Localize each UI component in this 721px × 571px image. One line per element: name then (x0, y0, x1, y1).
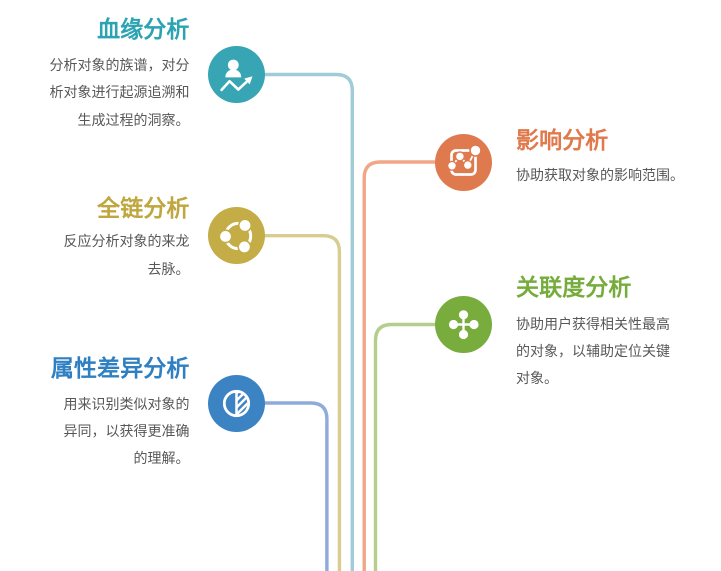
description-line: 析对象进行起源追溯和 (49, 84, 190, 101)
full-chain-analysis-badge (207, 207, 265, 265)
connector-full-chain (236, 234, 342, 571)
description-line: 协助获取对象的影响范围。 (516, 166, 684, 183)
chart-frame-icon (434, 133, 492, 191)
attribute-difference-analysis-description: 用来识别类似对象的 异同，以获得更准确 的理解。 (40, 391, 190, 473)
correlation-analysis-badge (434, 296, 492, 353)
impact-analysis-description: 协助获取对象的影响范围。 (516, 162, 692, 189)
description-line: 反应分析对象的来龙 (63, 233, 190, 250)
full-chain-analysis-title: 全链分析 (97, 194, 190, 221)
impact-analysis-title: 影响分析 (516, 127, 609, 154)
description-line: 生成过程的洞察。 (77, 111, 190, 128)
impact-analysis-badge (434, 133, 492, 191)
description-line: 用来识别类似对象的 (63, 395, 190, 412)
description-line: 对象。 (516, 370, 558, 387)
connector-correlation (373, 322, 463, 571)
description-line: 分析对象的族谱，对分 (49, 57, 190, 73)
connector-attribute-difference (236, 401, 329, 571)
correlation-analysis-description: 协助用户获得相关性最高 的对象，以辅助定位关键 对象。 (516, 311, 692, 393)
description-line: 的对象，以辅助定位关键 (516, 343, 670, 359)
attribute-difference-analysis-title: 属性差异分析 (50, 355, 190, 382)
user-trend-arrow-icon (207, 46, 265, 103)
description-line: 异同，以获得更准确 (63, 423, 190, 439)
description-line: 去脉。 (147, 260, 190, 277)
connector-impact (362, 160, 463, 571)
lineage-analysis-title: 血缘分析 (97, 16, 190, 42)
connector-lineage (236, 72, 354, 571)
correlation-analysis-title: 关联度分析 (516, 274, 632, 301)
lineage-analysis-description: 分析对象的族谱，对分 析对象进行起源追溯和 生成过程的洞察。 (40, 52, 190, 134)
molecule-cross-icon (434, 296, 492, 353)
lineage-analysis-badge (207, 46, 265, 103)
share-network-icon (207, 207, 265, 265)
attribute-difference-analysis-badge (207, 374, 265, 432)
full-chain-analysis-description: 反应分析对象的来龙 去脉。 (40, 228, 190, 283)
description-line: 的理解。 (133, 450, 190, 467)
description-line: 协助用户获得相关性最高 (516, 315, 670, 332)
half-striped-circle-icon (207, 374, 265, 432)
